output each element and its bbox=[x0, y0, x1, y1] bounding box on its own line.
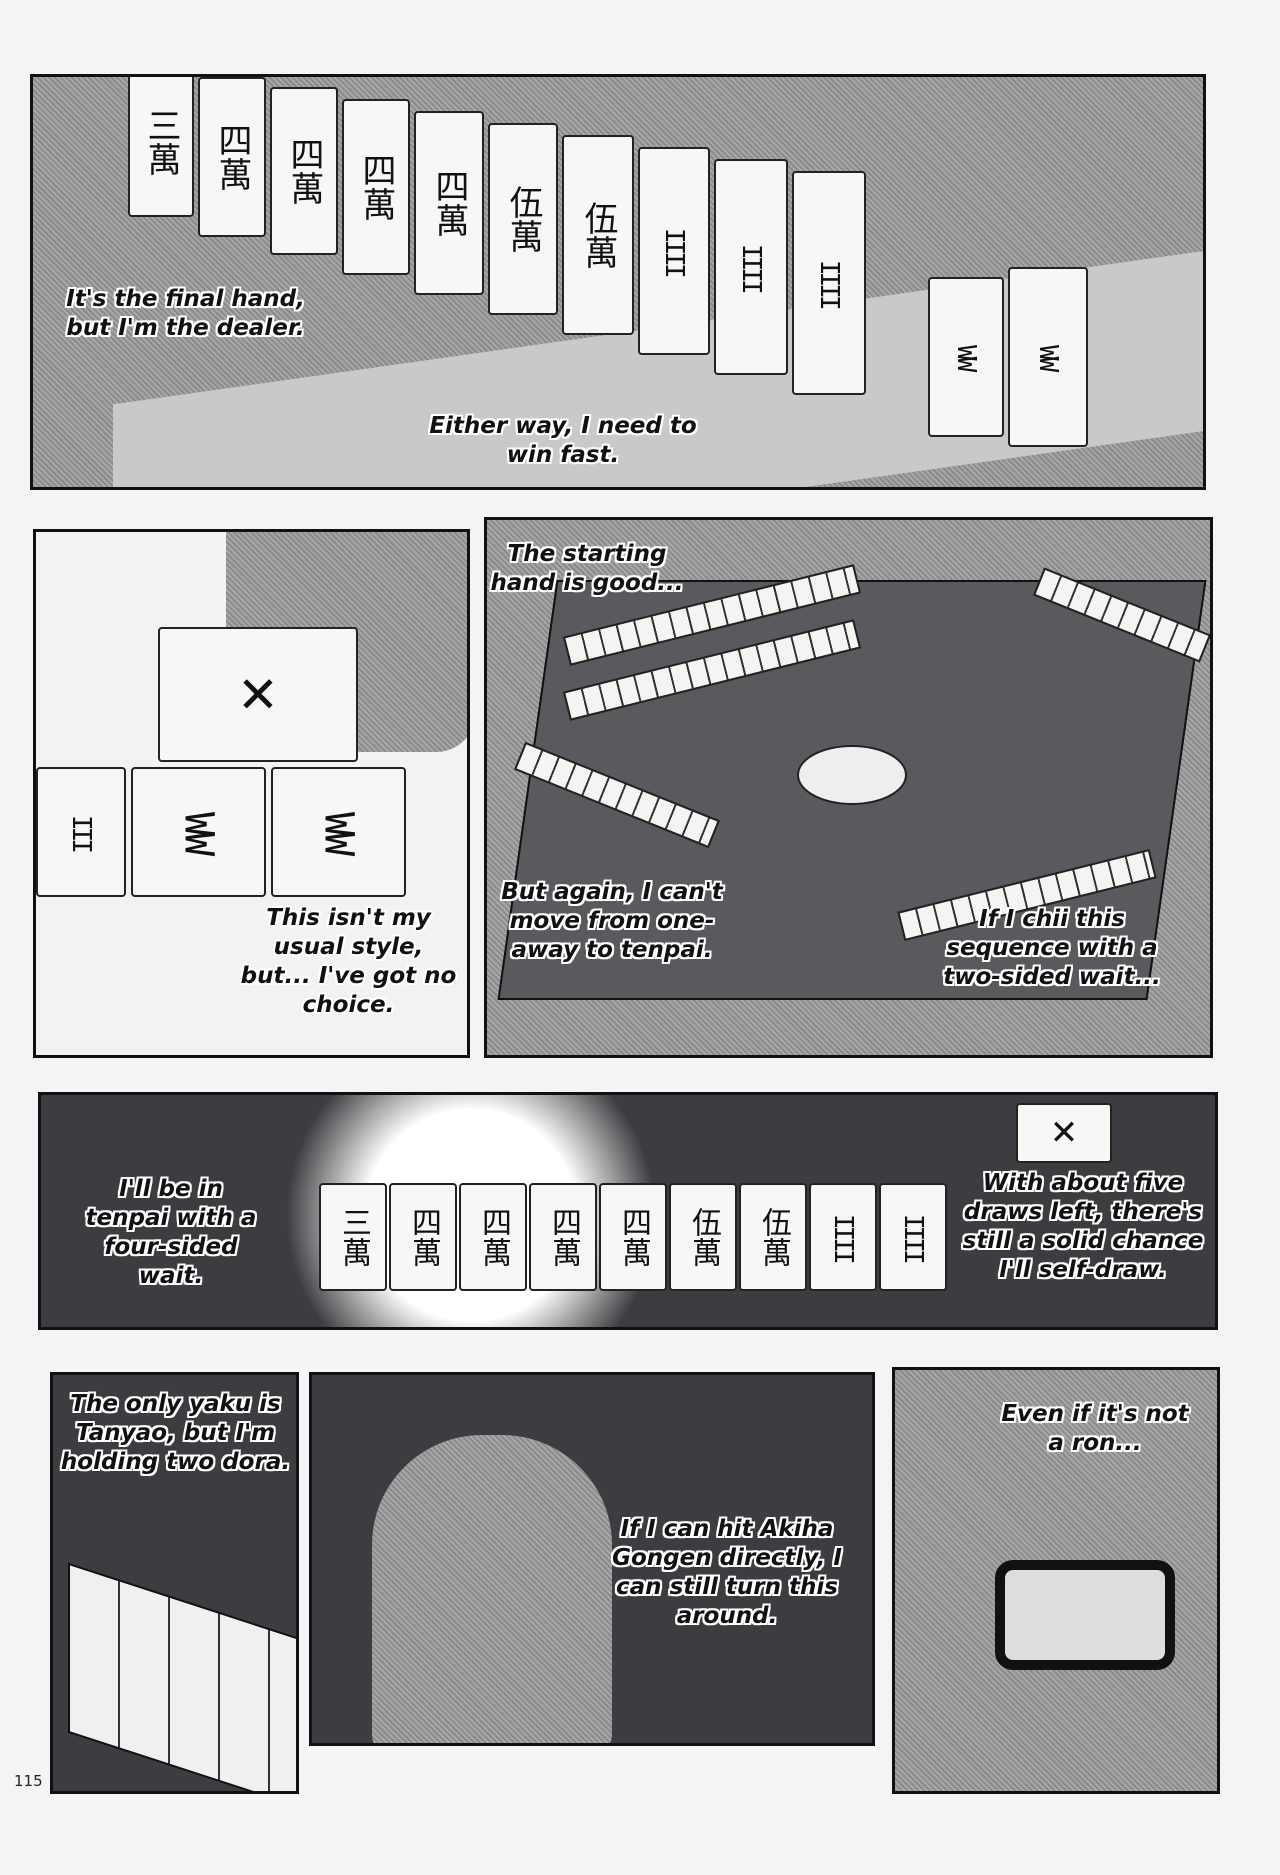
discarded-tile: ✕ bbox=[158, 627, 358, 762]
tile: 四萬 bbox=[198, 77, 266, 237]
panel-2-discard: ✕ III WW WW This isn't my usual style, b… bbox=[33, 529, 470, 1058]
character-portrait bbox=[372, 1435, 612, 1743]
caption: I'll be in tenpai with a four-sided wait… bbox=[85, 1176, 257, 1289]
panel-6-character: If I can hit Akiha Gongen directly, I ca… bbox=[309, 1372, 875, 1746]
caption: Even if it's not a ron... bbox=[1001, 1401, 1189, 1456]
tile: WW bbox=[131, 767, 266, 897]
tile: IIII bbox=[809, 1183, 877, 1291]
caption: Either way, I need to win fast. bbox=[429, 413, 697, 468]
tile: 四萬 bbox=[414, 111, 484, 295]
caption: It's the final hand, but I'm the dealer. bbox=[66, 286, 305, 341]
tile: WW bbox=[928, 277, 1004, 437]
tile: WW bbox=[271, 767, 406, 897]
tile: 三萬 bbox=[128, 77, 194, 217]
tile: 四萬 bbox=[342, 99, 410, 275]
tile: III bbox=[36, 767, 126, 897]
tile: 四萬 bbox=[599, 1183, 667, 1291]
tile: 四萬 bbox=[459, 1183, 527, 1291]
page-number: 115 bbox=[14, 1772, 43, 1790]
tile: 伍萬 bbox=[669, 1183, 737, 1291]
tile: 四萬 bbox=[389, 1183, 457, 1291]
tile: IIII bbox=[714, 159, 788, 375]
drawn-tile: ✕ bbox=[1016, 1103, 1112, 1163]
tile: IIII bbox=[792, 171, 866, 395]
tile: IIII bbox=[638, 147, 710, 355]
dice-center bbox=[797, 745, 907, 805]
dora-indicator-tiles bbox=[68, 1562, 296, 1791]
tile: 四萬 bbox=[529, 1183, 597, 1291]
panel-3-table: The starting hand is good... But again, … bbox=[484, 517, 1213, 1058]
tile: 伍萬 bbox=[562, 135, 634, 335]
caption: But again, I can't move from one-away to… bbox=[501, 879, 723, 963]
caption: If I can hit Akiha Gongen directly, I ca… bbox=[612, 1516, 842, 1629]
tile: 三萬 bbox=[319, 1183, 387, 1291]
panel-4-tenpai: 三萬 四萬 四萬 四萬 四萬 伍萬 伍萬 IIII IIII ✕ I'll be… bbox=[38, 1092, 1218, 1330]
glasses bbox=[995, 1560, 1175, 1670]
panel-5-dora: The only yaku is Tanyao, but I'm holding… bbox=[50, 1372, 299, 1794]
caption: With about five draws left, there's stil… bbox=[962, 1170, 1204, 1283]
panel-7-glasses-closeup: Even if it's not a ron... bbox=[892, 1367, 1220, 1794]
caption: If I chii this sequence with a two-sided… bbox=[943, 906, 1161, 990]
panel-1-tiles-closeup: 三萬 四萬 四萬 四萬 四萬 伍萬 伍萬 IIII IIII IIII WW W… bbox=[30, 74, 1206, 490]
tile: 四萬 bbox=[270, 87, 338, 255]
tile: 伍萬 bbox=[739, 1183, 807, 1291]
caption: The starting hand is good... bbox=[490, 541, 684, 596]
caption: The only yaku is Tanyao, but I'm holding… bbox=[60, 1391, 291, 1475]
tile: WW bbox=[1008, 267, 1088, 447]
tile: IIII bbox=[879, 1183, 947, 1291]
tile: 伍萬 bbox=[488, 123, 558, 315]
caption: This isn't my usual style, but... I've g… bbox=[240, 905, 457, 1018]
